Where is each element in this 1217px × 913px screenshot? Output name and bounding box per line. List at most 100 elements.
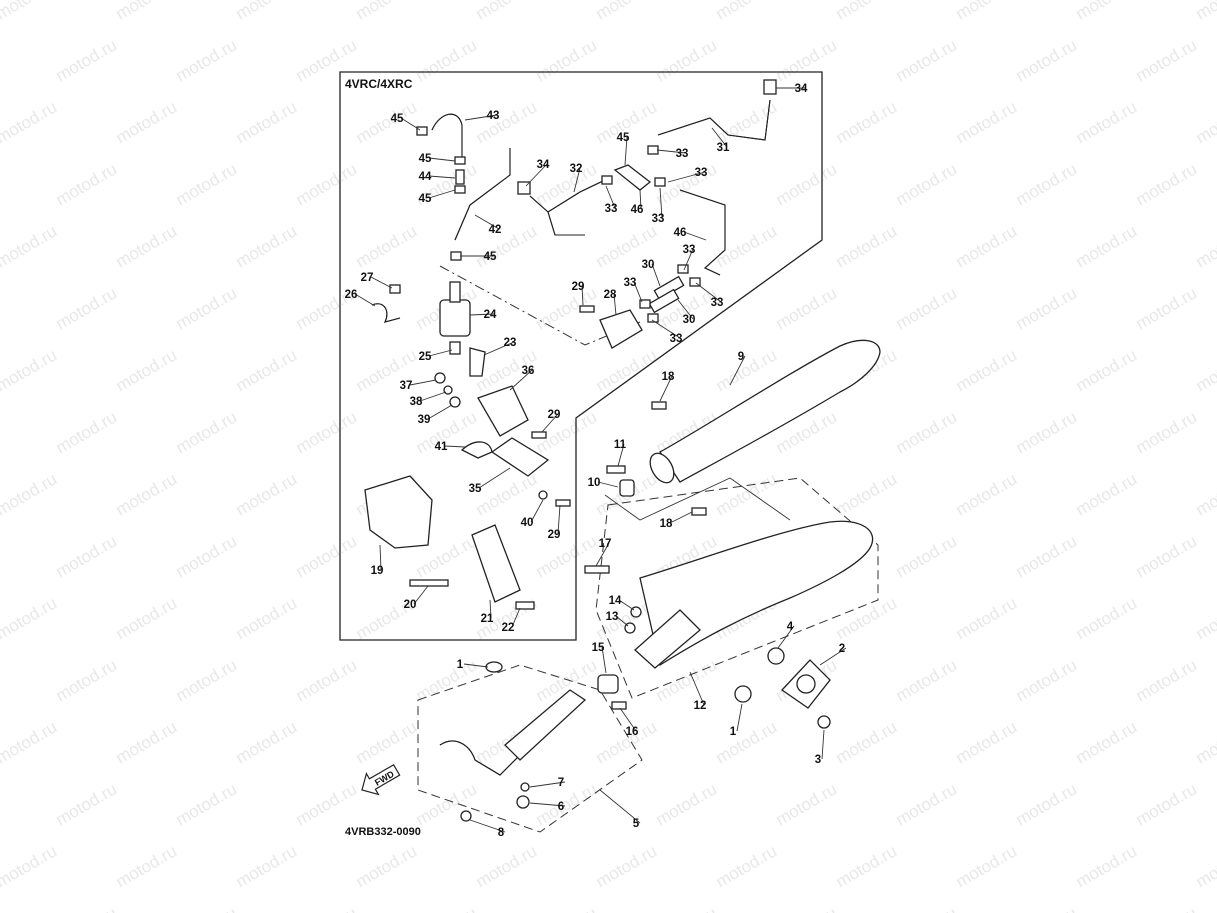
callout-leader [464, 114, 498, 121]
callout-leader [413, 585, 429, 605]
watermark-text: motod.ru [893, 903, 961, 913]
callout-leader [659, 187, 663, 219]
callout-number: 45 [484, 251, 497, 263]
callout-number: 27 [361, 272, 374, 284]
watermark-text: motod.ru [893, 779, 961, 829]
watermark-text: motod.ru [0, 345, 60, 395]
cap-34-a [763, 79, 777, 95]
callout-leader [711, 127, 728, 148]
watermark-text: motod.ru [113, 345, 181, 395]
gasket-1-a [485, 661, 503, 673]
callout-number: 37 [400, 380, 413, 392]
callout-number: 9 [738, 351, 744, 363]
callout-leader [530, 499, 544, 523]
watermark-text: motod.ru [233, 0, 301, 23]
watermark-text: motod.ru [1013, 903, 1081, 913]
callout-number: 14 [609, 595, 622, 607]
callout-number: 29 [548, 529, 561, 541]
watermark-text: motod.ru [0, 221, 60, 271]
callout-number: 33 [624, 277, 637, 289]
watermark-text: motod.ru [953, 717, 1021, 767]
callout-number: 24 [484, 309, 497, 321]
boot-36 [477, 385, 529, 437]
callout-number: 33 [676, 148, 689, 160]
watermark-text: motod.ru [953, 221, 1021, 271]
callout-leader [651, 263, 661, 287]
nut-8 [460, 810, 472, 822]
watermark-text: motod.ru [953, 469, 1021, 519]
watermark-text: motod.ru [653, 903, 721, 913]
callout-number: 1 [457, 659, 464, 671]
watermark-text: motod.ru [893, 35, 961, 85]
clip-33-f [639, 299, 651, 309]
callout-number: 16 [626, 726, 639, 738]
callout-leader [729, 355, 746, 386]
callout-leader [613, 293, 617, 316]
callout-number: 23 [504, 337, 517, 349]
callout-leader [605, 185, 616, 209]
watermark-text: motod.ru [113, 97, 181, 147]
watermark-text: motod.ru [713, 0, 781, 23]
watermark-text: motod.ru [1133, 159, 1201, 209]
watermark-text: motod.ru [833, 841, 901, 891]
callout-leader [639, 189, 642, 210]
watermark-text: motod.ru [833, 717, 901, 767]
callout-leader [379, 544, 382, 571]
callout-leader [669, 511, 693, 524]
watermark-text: motod.ru [53, 655, 121, 705]
cover-35 [490, 437, 550, 477]
callout-leader [529, 781, 566, 788]
watermark-text: motod.ru [353, 97, 421, 147]
watermark-text: motod.ru [473, 221, 541, 271]
watermark-text: motod.ru [653, 779, 721, 829]
callout-leader [617, 443, 625, 467]
callout-leader [428, 157, 456, 162]
exhaust-pipe-group-box [417, 664, 643, 833]
washer-38 [443, 385, 453, 395]
watermark-text: motod.ru [533, 35, 601, 85]
watermark-text: motod.ru [953, 593, 1021, 643]
watermark-text: motod.ru [1073, 717, 1141, 767]
muffler-12-pipe [634, 609, 701, 669]
pipe-47-inner [679, 189, 726, 276]
watermark-text: motod.ru [293, 159, 361, 209]
valve-body-28 [599, 309, 643, 349]
callout-leader [599, 789, 641, 824]
callout-number: 7 [558, 777, 564, 789]
watermark-text: motod.ru [893, 283, 961, 333]
callout-number: 46 [674, 227, 687, 239]
watermark-text: motod.ru [893, 531, 961, 581]
callout-leader [651, 319, 681, 339]
callout-number: 38 [410, 396, 423, 408]
watermark-text: motod.ru [173, 283, 241, 333]
watermark-text: motod.ru [593, 0, 661, 23]
watermark-text: motod.ru [1073, 221, 1141, 271]
bolt-18-a [651, 401, 667, 410]
watermark-text: motod.ru [833, 0, 901, 23]
watermark-text: motod.ru [533, 531, 601, 581]
watermark-text: motod.ru [0, 593, 60, 643]
callout-leader [541, 413, 559, 433]
watermark-text: motod.ru [1133, 283, 1201, 333]
watermark-text: motod.ru [293, 655, 361, 705]
watermark-text: motod.ru [1193, 0, 1217, 23]
watermark-text: motod.ru [1013, 655, 1081, 705]
watermark-text: motod.ru [773, 159, 841, 209]
watermark-text: motod.ru [53, 407, 121, 457]
watermark-text: motod.ru [53, 531, 121, 581]
callout-number: 29 [548, 409, 561, 421]
watermark-text: motod.ru [113, 0, 181, 23]
watermark-text: motod.ru [1073, 841, 1141, 891]
watermark-text: motod.ru [293, 531, 361, 581]
bolt-29-a [531, 431, 547, 439]
flange-2-hole [796, 674, 816, 694]
clip-45-a [416, 126, 428, 136]
callout-leader [659, 375, 673, 402]
callout-leader [624, 136, 628, 166]
callout-leader [478, 467, 511, 489]
callout-number: 34 [537, 159, 550, 171]
watermark-text: motod.ru [1073, 97, 1141, 147]
callout-leader [618, 599, 635, 611]
watermark-text: motod.ru [293, 407, 361, 457]
watermark-text: motod.ru [233, 97, 301, 147]
